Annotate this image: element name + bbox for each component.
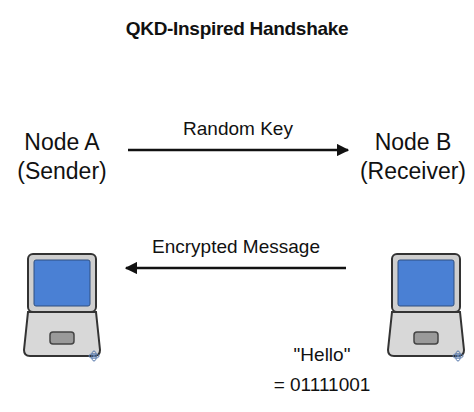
laptop-lid [392, 254, 460, 312]
atom-core [457, 355, 460, 358]
node-label: Node A (Sender) [6, 128, 118, 186]
laptop-icon [22, 252, 102, 364]
atom-orbit [92, 351, 96, 361]
edge-label: Encrypted Message [150, 236, 322, 258]
laptop-base [24, 312, 100, 356]
atom-orbit [456, 351, 460, 361]
edge-label: Random Key [181, 118, 295, 140]
laptop-touchpad [50, 332, 74, 344]
diagram-title: QKD-Inspired Handshake [126, 18, 349, 40]
note-text: "Hello" [294, 344, 351, 366]
laptop-touchpad [414, 332, 438, 344]
laptop-screen [398, 260, 454, 306]
node-label: Node B (Receiver) [356, 128, 470, 186]
note-text: = 01111001 [274, 374, 371, 396]
node-box: Node A (Sender) [6, 128, 118, 364]
laptop-screen [34, 260, 90, 306]
arrow-line [126, 267, 346, 270]
laptop-base [388, 312, 464, 356]
atom-core [93, 355, 96, 358]
atom-orbit [453, 354, 463, 358]
laptop-icon [386, 252, 466, 364]
node-box: Node B (Receiver) [356, 128, 470, 364]
laptop-lid [28, 254, 96, 312]
arrow-line [128, 149, 348, 152]
atom-orbit [89, 354, 99, 358]
